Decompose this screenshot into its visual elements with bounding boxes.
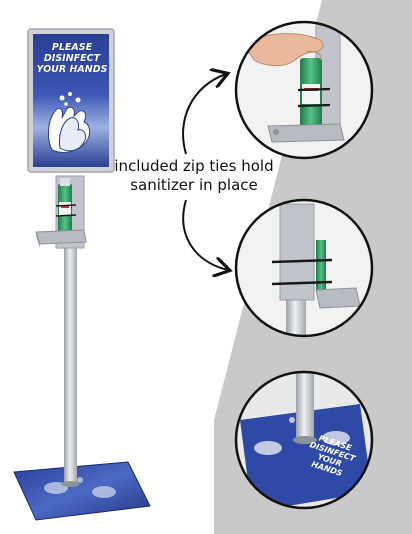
- sign-line-3: YOUR HANDS: [36, 64, 108, 75]
- hands-icon: [48, 92, 91, 153]
- zip-tie-caption: included zip ties hold sanitizer in plac…: [108, 157, 280, 195]
- caption-line-1: included zip ties hold: [114, 157, 274, 175]
- floor-mat: [13, 461, 151, 521]
- zip-ties: [55, 204, 77, 217]
- caption-line-2: sanitizer in place: [130, 176, 258, 194]
- pole: [64, 246, 77, 484]
- sign-line-2: DISINFECT: [43, 53, 101, 64]
- pole-base: [61, 481, 80, 487]
- sign-text: PLEASE DISINFECT YOUR HANDS: [36, 42, 108, 75]
- bottle-shelf: [35, 229, 87, 245]
- sign-line-1: PLEASE: [51, 42, 93, 53]
- sign-frame: [27, 28, 115, 173]
